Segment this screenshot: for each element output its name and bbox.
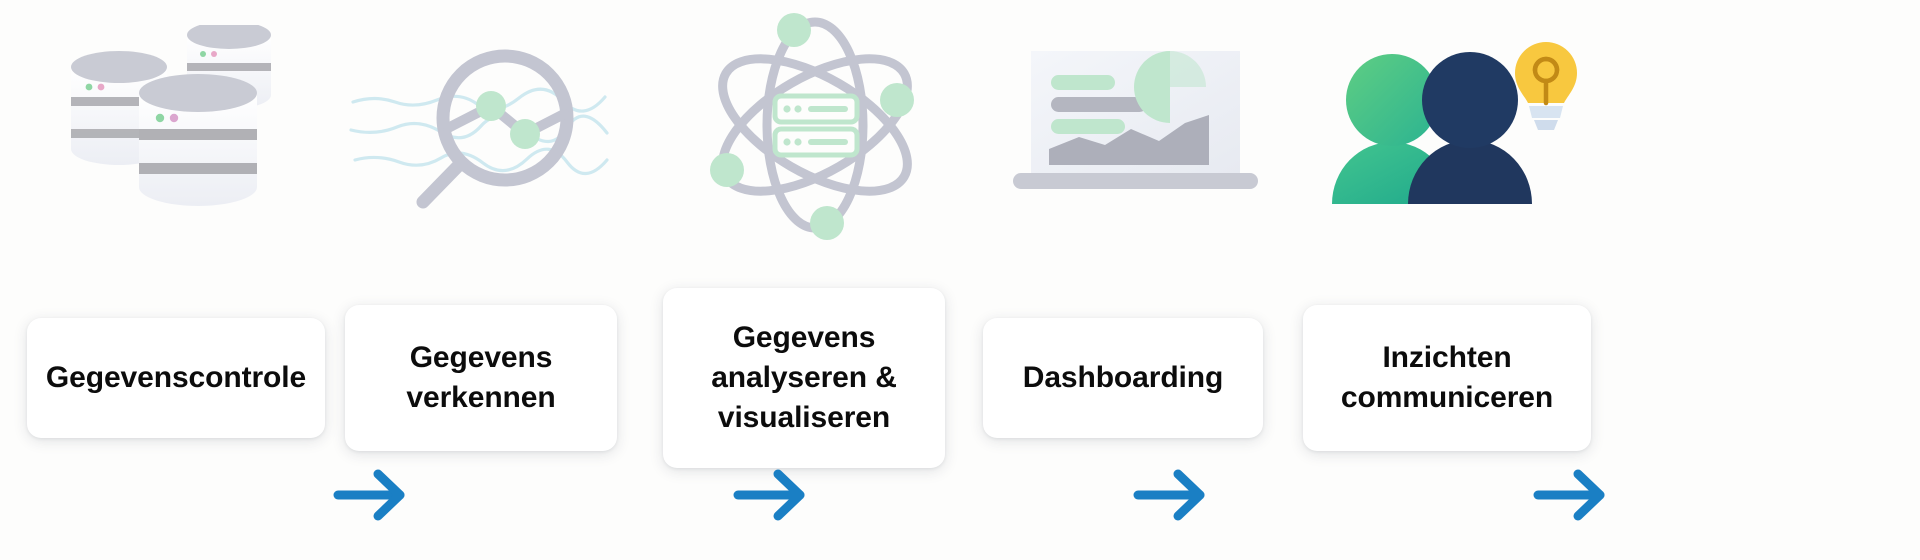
step-card-5-label: Inzichten communiceren — [1340, 341, 1554, 414]
people-lightbulb-icon — [1331, 41, 1577, 204]
step-1-illustration — [27, 0, 325, 250]
step-card-3[interactable]: Gegevens analyseren & visualiseren — [663, 288, 945, 468]
step-5-illustration — [1305, 0, 1605, 250]
database-stack-icon — [71, 25, 271, 206]
arrow-right-icon-4 — [1533, 469, 1605, 521]
icon-row — [0, 0, 1920, 250]
step-card-4[interactable]: Dashboarding — [983, 318, 1263, 438]
step-card-1-label: Gegevenscontrole — [45, 361, 307, 395]
step-card-2-label: Gegevens verkennen — [406, 341, 556, 414]
laptop-dashboard-icon — [1012, 51, 1258, 189]
arrow-row — [0, 465, 1920, 560]
step-card-1[interactable]: Gegevenscontrole — [27, 318, 325, 438]
atom-server-icon — [710, 13, 914, 240]
step-card-4-label: Dashboarding — [1022, 361, 1224, 395]
arrow-right-icon-3 — [1133, 469, 1205, 521]
step-card-row: Gegevenscontrole Gegevens verkennen Gege… — [0, 250, 1920, 468]
step-3-illustration — [665, 0, 965, 250]
magnifier-data-icon — [349, 49, 609, 209]
step-card-3-label: Gegevens analyseren & visualiseren — [711, 321, 897, 434]
arrow-right-icon-1 — [333, 469, 405, 521]
step-2-illustration — [345, 0, 645, 250]
step-card-5[interactable]: Inzichten communiceren — [1303, 305, 1591, 451]
arrow-right-icon-2 — [733, 469, 805, 521]
area-chart-icon — [1048, 115, 1209, 165]
person-navy-icon — [1407, 51, 1532, 204]
step-4-illustration — [985, 0, 1285, 250]
dashboard-bars-icon — [1050, 75, 1147, 134]
step-card-2[interactable]: Gegevens verkennen — [345, 305, 617, 451]
server-core-icon — [772, 93, 860, 158]
lightbulb-icon — [1514, 41, 1577, 130]
pie-chart-icon — [1133, 51, 1206, 123]
